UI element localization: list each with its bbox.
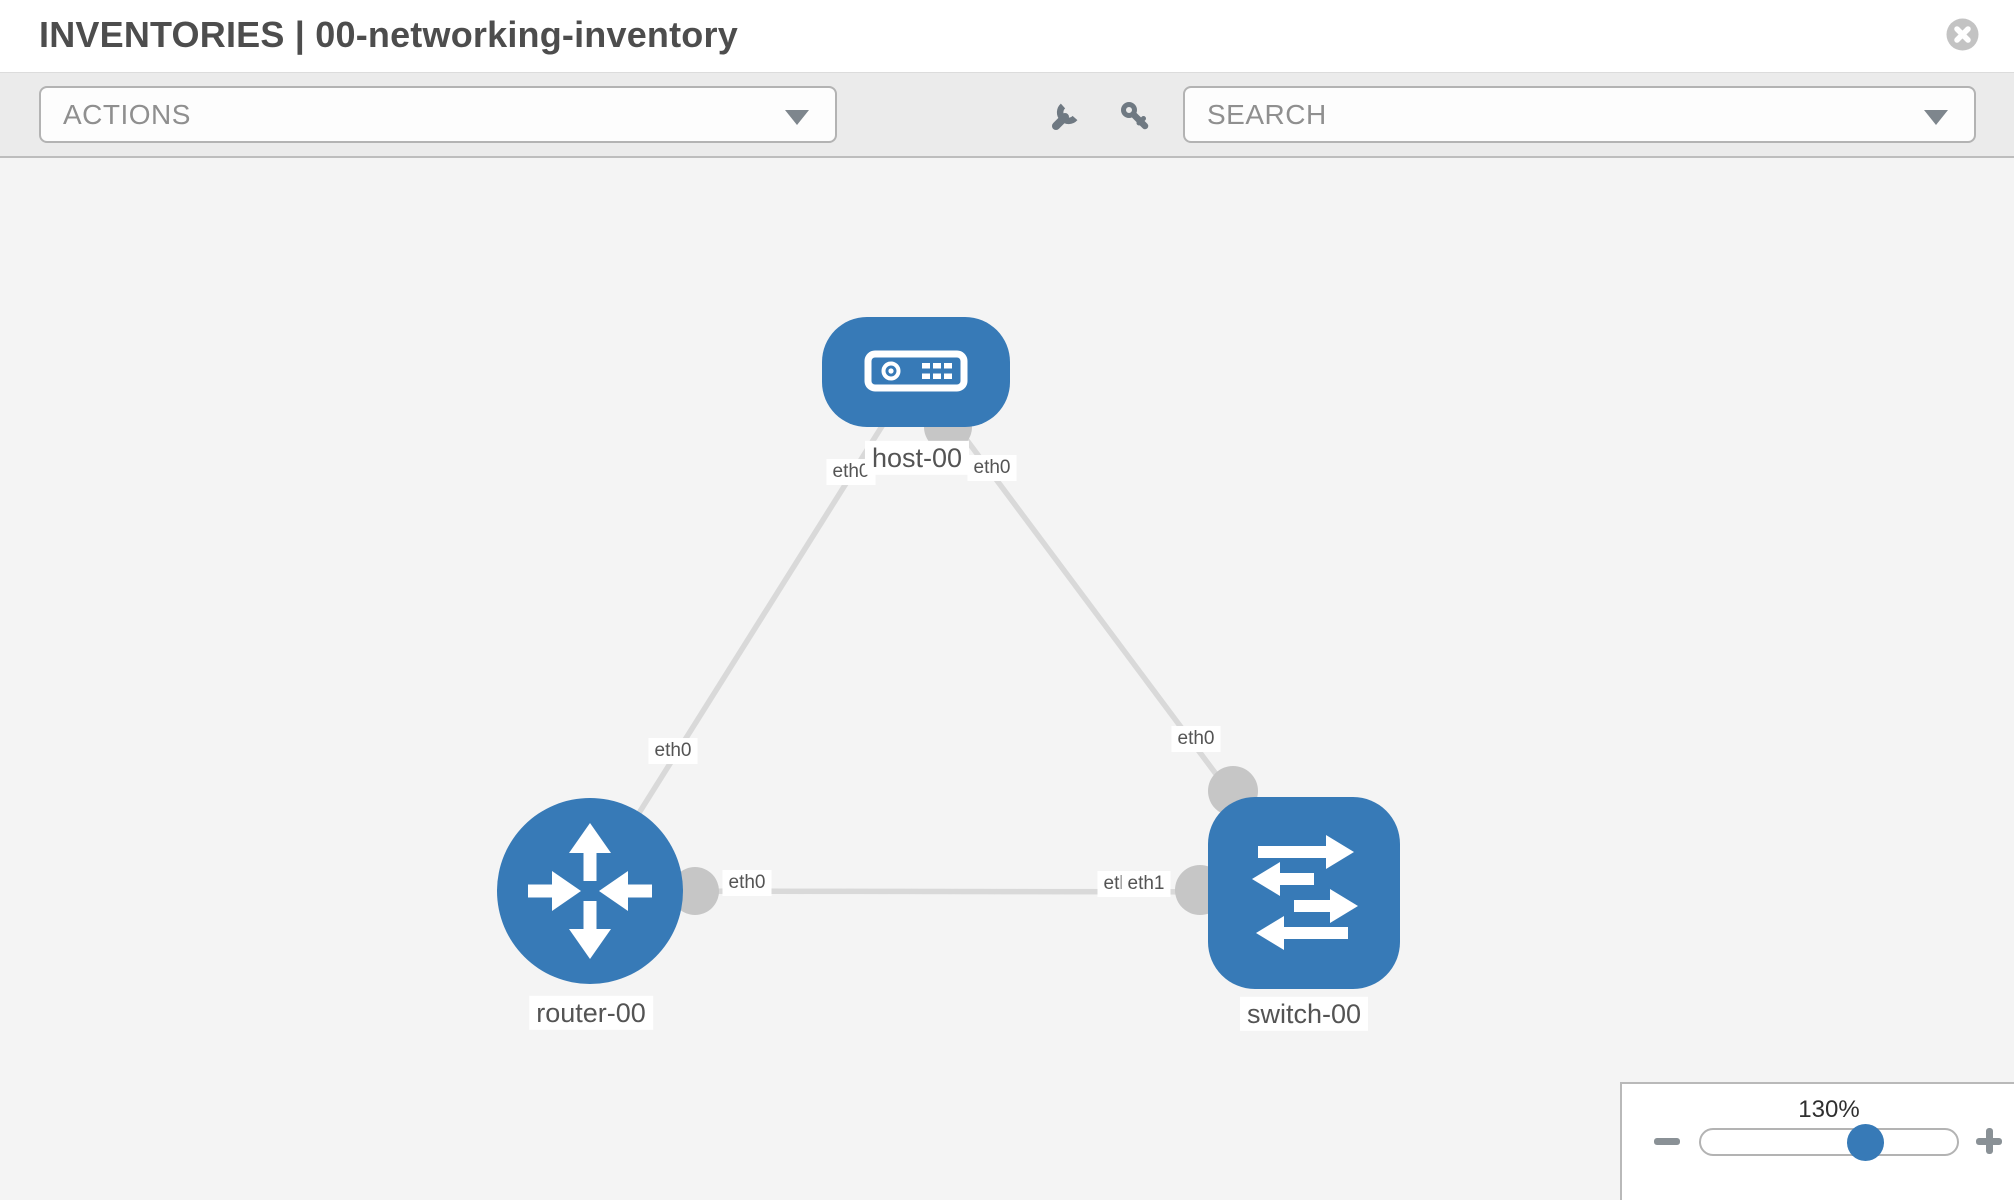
credentials-button[interactable] [1118,99,1152,133]
search-placeholder: SEARCH [1207,98,1327,130]
host-icon [864,350,968,392]
topology-node-router[interactable] [497,798,683,984]
actions-dropdown-label: ACTIONS [63,98,191,130]
switch-icon [1252,835,1358,950]
topology-canvas[interactable] [0,158,2014,1200]
zoom-slider-knob[interactable] [1847,1124,1884,1161]
wrench-icon [1052,103,1078,130]
router-icon [528,823,652,959]
chevron-down-icon [1924,110,1948,125]
search-dropdown[interactable]: SEARCH [1183,86,1976,143]
zoom-control-panel: 130% [1620,1082,2014,1200]
close-button[interactable] [1946,18,1979,51]
chevron-down-icon [785,110,809,125]
page-title: INVENTORIES | 00-networking-inventory [39,14,738,55]
tools-button[interactable] [1048,99,1082,133]
header: INVENTORIES | 00-networking-inventory [0,0,2014,72]
minus-icon [1654,1138,1680,1145]
connectors-layer [671,403,1258,915]
topology-node-host[interactable] [822,317,1010,427]
topology-node-switch[interactable] [1208,797,1400,989]
actions-dropdown[interactable]: ACTIONS [39,86,837,143]
link-host-router [587,370,919,893]
plus-icon [1985,1128,1993,1154]
key-icon [1121,102,1149,130]
zoom-slider[interactable] [1699,1128,1959,1156]
toolbar: ACTIONS SEARCH [0,72,2014,158]
zoom-out-button[interactable] [1650,1124,1684,1158]
zoom-in-button[interactable] [1972,1124,2006,1158]
zoom-percentage: 130% [1798,1096,1860,1123]
connector-router [671,867,719,915]
close-icon [1946,18,1979,51]
